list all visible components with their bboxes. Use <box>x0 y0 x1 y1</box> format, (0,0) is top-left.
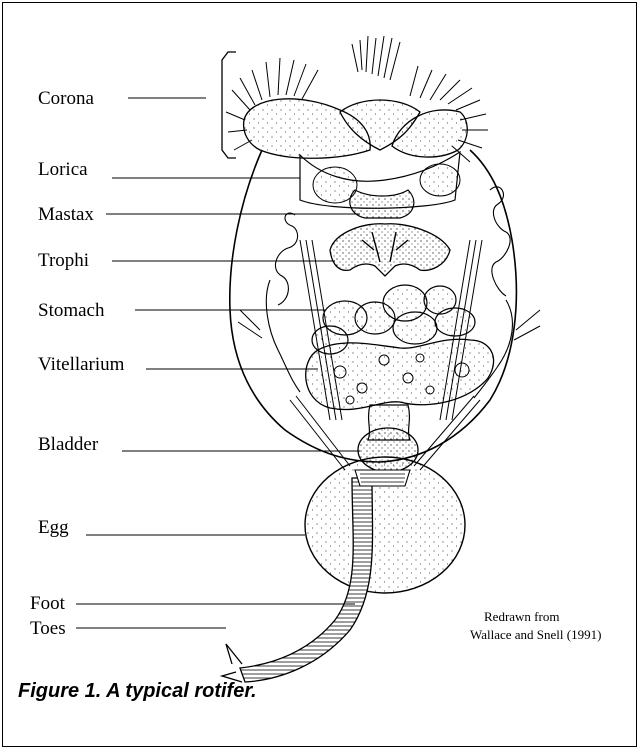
credit-line-2: Wallace and Snell (1991) <box>470 628 601 643</box>
lorica-right-gland <box>420 164 460 196</box>
label-mastax: Mastax <box>38 205 94 224</box>
label-toes: Toes <box>30 619 66 638</box>
label-lorica: Lorica <box>38 160 88 179</box>
credit-line-1: Redrawn from <box>484 610 559 625</box>
vitellarium <box>306 339 494 409</box>
label-corona: Corona <box>38 89 94 108</box>
label-vitellarium: Vitellarium <box>38 355 124 374</box>
toes <box>222 644 242 682</box>
foot-rings <box>240 478 373 682</box>
figure-caption: Figure 1. A typical rotifer. <box>18 680 257 703</box>
label-bladder: Bladder <box>38 435 98 454</box>
corona-bracket <box>222 52 236 158</box>
label-egg: Egg <box>38 518 69 537</box>
label-foot: Foot <box>30 594 65 613</box>
label-stomach: Stomach <box>38 301 105 320</box>
label-trophi: Trophi <box>38 251 89 270</box>
trophi-shape <box>330 224 450 276</box>
lorica-left-gland <box>313 167 357 203</box>
